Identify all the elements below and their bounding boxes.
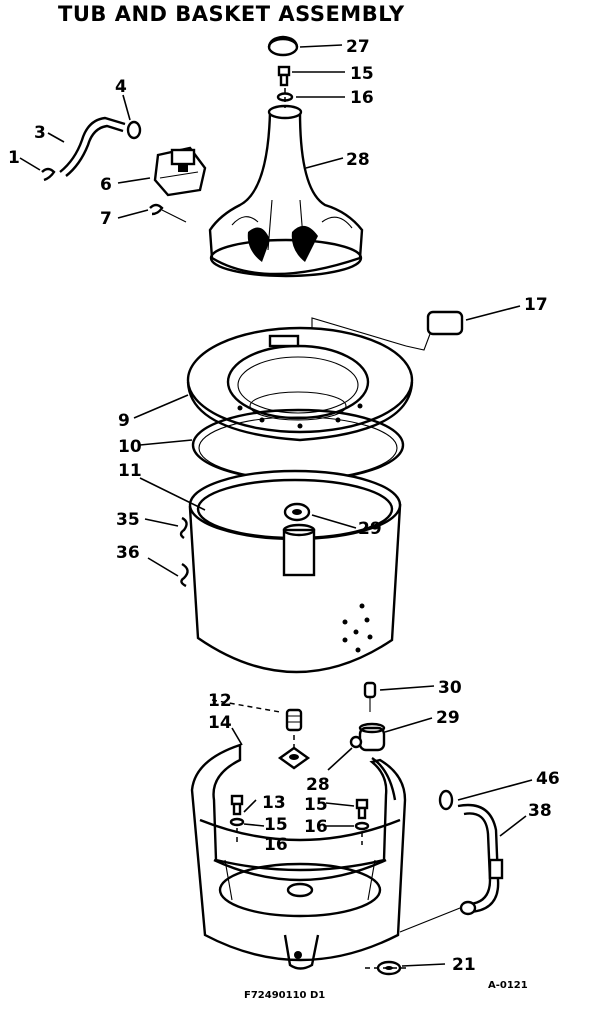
callout-36: 36	[116, 543, 140, 563]
callout-4: 4	[115, 77, 127, 97]
part-38-drain-hose	[399, 803, 504, 933]
diagram-title: TUB AND BASKET ASSEMBLY	[58, 2, 405, 26]
part-25-agitator	[208, 104, 364, 278]
callout-38: 38	[528, 801, 552, 821]
callout-30: 30	[438, 678, 462, 698]
callout-16-top: 16	[350, 88, 374, 108]
callout-17: 17	[524, 295, 548, 315]
callout-16-right: 16	[304, 817, 328, 837]
part-16-washer-left	[229, 817, 245, 827]
part-14-seal	[277, 746, 311, 770]
callout-7: 7	[100, 209, 112, 229]
callout-6: 6	[100, 175, 112, 195]
part-1-clamp	[41, 167, 56, 182]
part-29-valve	[358, 722, 386, 752]
part-28-fitting	[349, 735, 363, 749]
callout-35: 35	[116, 510, 140, 530]
part-15-screw-left	[230, 794, 244, 816]
part-15-screw-top	[277, 65, 291, 87]
callout-27: 29	[358, 519, 382, 539]
callout-13: 13	[262, 793, 286, 813]
part-30-grommet	[363, 681, 377, 699]
part-35-clip	[179, 516, 188, 539]
part-36-clip	[180, 562, 189, 588]
callout-16-left: 16	[264, 835, 288, 855]
callout-11: 11	[118, 461, 142, 481]
part-12-spring	[285, 708, 303, 732]
part-7-screw	[149, 203, 187, 223]
part-3-hose	[59, 116, 126, 177]
part-6-valve	[153, 146, 207, 197]
callout-15-top: 15	[350, 64, 374, 84]
leader-lines	[19, 44, 533, 967]
part-4-clamp	[126, 120, 142, 140]
callout-46: 46	[536, 769, 560, 789]
part-11-basket	[188, 469, 402, 674]
callout-9: 9	[118, 411, 130, 431]
drawing-code: A-0121	[488, 980, 528, 991]
part-27-nut	[283, 502, 311, 522]
callout-12: 12	[208, 691, 232, 711]
callout-15-left: 15	[264, 815, 288, 835]
callout-15-right: 15	[304, 795, 328, 815]
part-9-tub-ring	[186, 326, 414, 442]
outer-tub	[190, 743, 407, 970]
model-code: F72490110 D1	[244, 990, 325, 1001]
callout-21: 21	[452, 955, 476, 975]
callout-28: 28	[306, 775, 330, 795]
callout-1: 1	[8, 148, 20, 168]
callout-3: 3	[34, 123, 46, 143]
callout-23: 27	[346, 37, 370, 57]
part-23-cap	[267, 35, 299, 57]
part-17-switch	[311, 310, 464, 351]
callout-29: 29	[436, 708, 460, 728]
part-16-washer-right	[354, 821, 370, 831]
callout-25: 28	[346, 150, 370, 170]
callout-10: 10	[118, 437, 142, 457]
callout-labels: 27 15 16 28 1 3 4 6 7 17 9 10 11 35 36 2…	[8, 37, 560, 975]
assembly-line-12	[211, 699, 281, 713]
callout-14: 14	[208, 713, 232, 733]
part-15-screw-right	[355, 798, 369, 820]
part-46-clamp	[438, 789, 454, 811]
